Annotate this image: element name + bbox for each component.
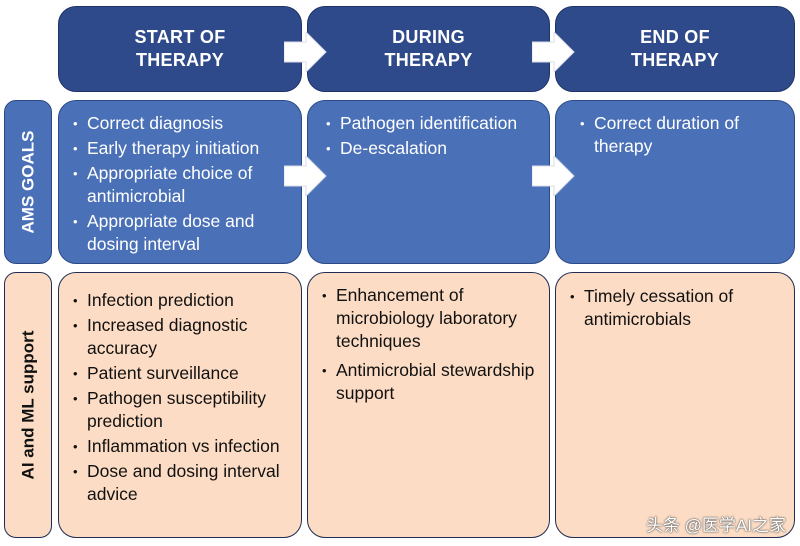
goals-start-box: Correct diagnosis Early therapy initiati… <box>58 100 302 264</box>
goals-start-list: Correct diagnosis Early therapy initiati… <box>71 112 291 256</box>
header-during-label: DURING THERAPY <box>384 27 473 70</box>
list-item: Appropriate dose and dosing interval <box>71 210 291 256</box>
list-item: Appropriate choice of antimicrobial <box>71 162 291 208</box>
watermark: 头条 @医学AI之家 <box>645 516 786 535</box>
ams-goals-row-label: AMS GOALS <box>4 100 52 264</box>
list-item: Increased diagnostic accuracy <box>71 314 291 360</box>
list-item: Pathogen identification <box>324 112 529 135</box>
goals-end-box: Correct duration of therapy <box>555 100 795 264</box>
goals-during-list: Pathogen identification De-escalation <box>324 112 529 160</box>
header-start-of-therapy: START OF THERAPY <box>58 6 302 92</box>
list-item: Timely cessation of antimicrobials <box>568 285 782 331</box>
ai-ml-label-text: AI and ML support <box>18 330 37 480</box>
ai-during-list: Enhancement of microbiology laboratory t… <box>320 284 537 405</box>
ai-start-list: Infection prediction Increased diagnosti… <box>71 289 291 506</box>
list-item: Pathogen susceptibility prediction <box>71 387 291 433</box>
arrow-right-icon <box>532 156 575 196</box>
arrow-right-icon <box>532 32 575 72</box>
list-item: Enhancement of microbiology laboratory t… <box>320 284 537 353</box>
header-start-label: START OF THERAPY <box>134 27 226 70</box>
header-end-label: END OF THERAPY <box>630 27 720 70</box>
list-item: Early therapy initiation <box>71 137 291 160</box>
ai-during-box: Enhancement of microbiology laboratory t… <box>307 272 550 538</box>
goals-during-box: Pathogen identification De-escalation <box>307 100 550 264</box>
list-item: Inflammation vs infection <box>71 435 291 458</box>
ai-start-box: Infection prediction Increased diagnosti… <box>58 272 302 538</box>
header-during-therapy: DURING THERAPY <box>307 6 550 92</box>
list-item: Dose and dosing interval advice <box>71 460 291 506</box>
list-item: Infection prediction <box>71 289 291 312</box>
list-item: Patient surveillance <box>71 362 291 385</box>
list-item: Correct diagnosis <box>71 112 291 135</box>
ai-end-list: Timely cessation of antimicrobials <box>568 285 782 331</box>
arrow-right-icon <box>284 156 327 196</box>
ai-ml-row-label: AI and ML support <box>4 272 52 538</box>
ams-goals-label-text: AMS GOALS <box>18 130 38 234</box>
list-item: Antimicrobial stewardship support <box>320 359 537 405</box>
list-item: Correct duration of therapy <box>578 112 774 158</box>
ai-end-box: Timely cessation of antimicrobials <box>555 272 795 538</box>
list-item: De-escalation <box>324 137 529 160</box>
arrow-right-icon <box>284 32 327 72</box>
header-end-of-therapy: END OF THERAPY <box>555 6 795 92</box>
goals-end-list: Correct duration of therapy <box>578 112 774 158</box>
